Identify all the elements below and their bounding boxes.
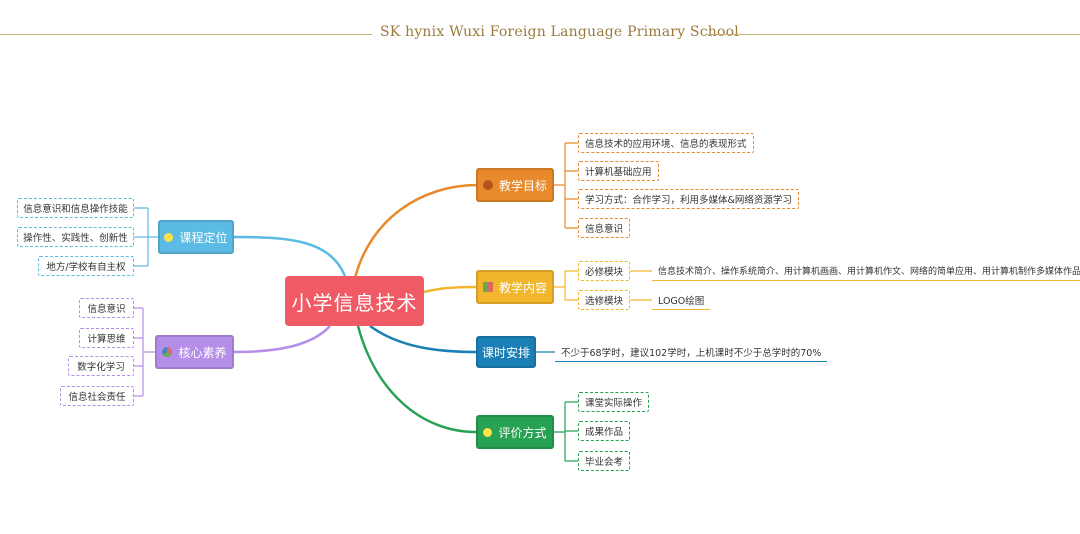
leaf-position-3[interactable]: 地方/学校有自主权	[38, 256, 134, 276]
leaf-goal-4[interactable]: 信息意识	[578, 218, 631, 238]
leaf-eval-2[interactable]: 成果作品	[578, 421, 631, 441]
branch-course-positioning[interactable]: 课程定位	[158, 220, 234, 254]
branch-label: 教学内容	[498, 280, 547, 295]
leaf-position-1[interactable]: 信息意识和信息操作技能	[17, 198, 134, 218]
branch-label: 评价方式	[498, 425, 547, 440]
leaf-goal-3[interactable]: 学习方式：合作学习，利用多媒体&网络资源学习	[578, 189, 799, 209]
branch-class-hours[interactable]: 课时安排	[476, 336, 536, 368]
leaf-literacy-4[interactable]: 信息社会责任	[60, 386, 134, 406]
palette-icon	[162, 347, 173, 357]
leaf-elective-module[interactable]: 选修模块	[578, 290, 631, 310]
branch-label: 课程定位	[179, 230, 228, 245]
branch-evaluation[interactable]: 评价方式	[476, 415, 554, 449]
bulb-icon	[164, 232, 174, 242]
leaf-literacy-2[interactable]: 计算思维	[79, 328, 134, 348]
leaf-literacy-1[interactable]: 信息意识	[79, 298, 134, 318]
leaf-goal-2[interactable]: 计算机基础应用	[578, 161, 659, 181]
leaf-required-detail[interactable]: 信息技术简介、操作系统简介、用计算机画画、用计算机作文、网络的简单应用、用计算机…	[652, 261, 1080, 281]
header-rule-left	[0, 34, 372, 35]
circle-icon	[482, 180, 493, 190]
leaf-eval-1[interactable]: 课堂实际操作	[578, 392, 650, 412]
leaf-literacy-3[interactable]: 数字化学习	[68, 356, 134, 376]
leaf-required-module[interactable]: 必修模块	[578, 261, 631, 281]
leaf-hours-detail[interactable]: 不少于68学时，建议102学时，上机课时不少于总学时的70%	[555, 342, 828, 362]
root-label: 小学信息技术	[291, 290, 418, 315]
branch-label: 教学目标	[498, 178, 547, 193]
branch-teaching-content[interactable]: 教学内容	[476, 270, 554, 304]
branch-teaching-goals[interactable]: 教学目标	[476, 168, 554, 202]
branch-core-literacy[interactable]: 核心素养	[155, 335, 234, 369]
root-node[interactable]: 小学信息技术	[285, 276, 424, 326]
bulb-icon	[483, 427, 493, 437]
branch-label: 核心素养	[178, 345, 227, 360]
leaf-goal-1[interactable]: 信息技术的应用环境、信息的表现形式	[578, 133, 754, 153]
leaf-position-2[interactable]: 操作性、实践性、创新性	[17, 227, 134, 247]
leaf-elective-detail[interactable]: LOGO绘图	[652, 290, 711, 310]
school-title: SK hynix Wuxi Foreign Language Primary S…	[380, 24, 739, 40]
leaf-eval-3[interactable]: 毕业会考	[578, 451, 631, 471]
header-rule-right	[706, 34, 1080, 35]
branch-label: 课时安排	[481, 345, 530, 360]
grid-icon	[482, 282, 493, 292]
